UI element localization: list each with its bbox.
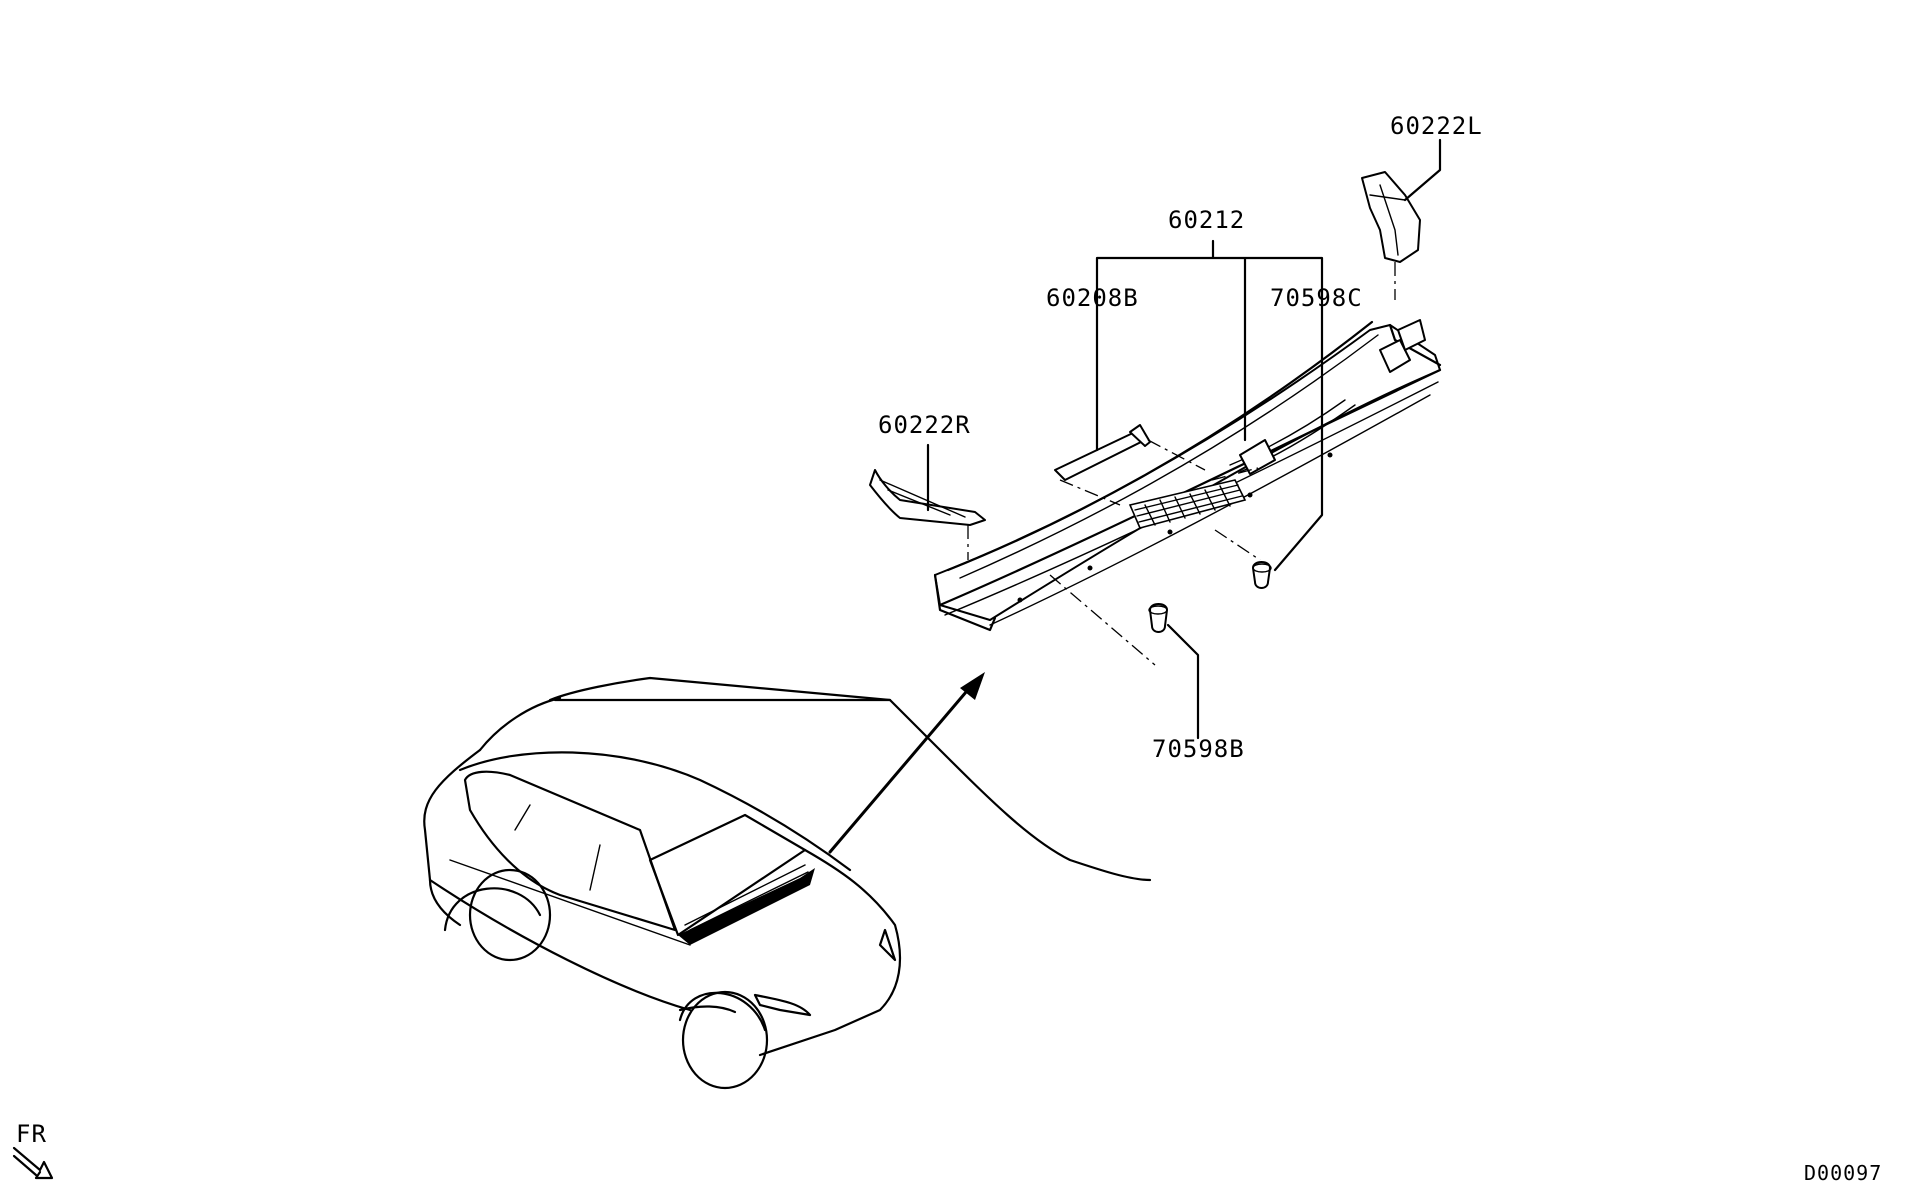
label-60212: 60212 xyxy=(1168,206,1245,234)
cowl-top-panel xyxy=(933,319,1442,632)
grille-vent xyxy=(1128,479,1247,529)
seal-strip xyxy=(1054,424,1151,481)
label-60208b: 60208B xyxy=(1046,284,1139,312)
vehicle-illustration xyxy=(423,676,1152,1090)
callout-lines xyxy=(926,138,1442,740)
front-arrow-icon xyxy=(12,1146,54,1180)
clip-70598b xyxy=(1148,603,1168,633)
assembly-guides xyxy=(967,262,1396,666)
label-60222r: 60222R xyxy=(878,411,971,439)
cowl-cover-left xyxy=(1361,171,1421,263)
callout-arrow xyxy=(828,672,985,854)
clip-70598c xyxy=(1252,561,1272,589)
label-70598b: 70598B xyxy=(1152,735,1245,763)
label-70598c: 70598C xyxy=(1270,284,1363,312)
cowl-cover-right xyxy=(869,469,986,526)
diagram-code: D00097 xyxy=(1804,1161,1882,1185)
orientation-label: FR xyxy=(16,1120,47,1148)
label-60222l: 60222L xyxy=(1390,112,1483,140)
